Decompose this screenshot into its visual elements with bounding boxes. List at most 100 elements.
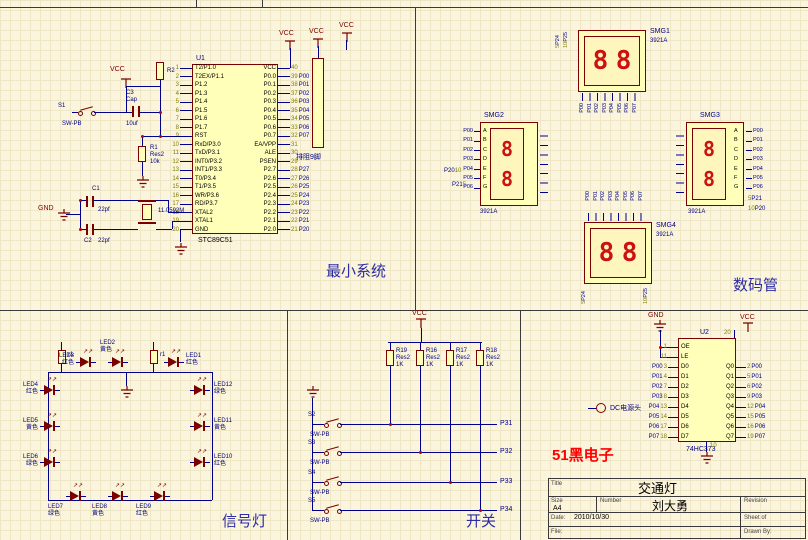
junction-dot	[449, 481, 452, 484]
pin-stub	[668, 376, 678, 378]
led-lead	[123, 496, 128, 497]
resistor-r2[interactable]	[156, 62, 164, 80]
led-symbol[interactable]: ↗↗	[40, 449, 60, 468]
pin-number: 20	[724, 330, 731, 336]
led-designator: LED6	[22, 454, 38, 460]
switch-s1[interactable]	[72, 106, 100, 117]
smg4-designator: SMG4	[656, 222, 676, 229]
pin-number: 40	[291, 65, 298, 72]
pin-row: Q5	[700, 412, 734, 422]
net-label: P01	[753, 137, 763, 144]
pin-name: T2EX/P1.1	[195, 73, 225, 80]
resistor-r1b[interactable]	[150, 350, 158, 364]
junction-dot	[389, 423, 392, 426]
resistor-r1-designator: R1	[150, 145, 158, 151]
led-symbol[interactable]: ↗↗	[190, 449, 210, 468]
resistor-network-body[interactable]	[312, 58, 324, 148]
led-color: 黄色	[214, 425, 227, 432]
capacitor-c1-plate[interactable]	[92, 196, 94, 207]
capacitor-c3-plate[interactable]	[138, 106, 140, 117]
pin-number: 26	[291, 184, 298, 191]
pin-stub	[180, 152, 192, 154]
pin-number: 3	[175, 82, 179, 89]
led-triangle	[168, 357, 177, 367]
pin-name: D1	[681, 374, 689, 380]
pin-name: P2.2	[263, 209, 276, 216]
smg2-designator: SMG2	[484, 112, 504, 119]
resistor-r1[interactable]	[138, 146, 146, 162]
dc-jack-symbol[interactable]	[596, 403, 606, 413]
pin-row: 7	[152, 115, 192, 124]
pin-name: D6	[681, 424, 689, 430]
led-lead	[66, 496, 70, 497]
pin-stub	[278, 203, 290, 205]
capacitor-c2-plate[interactable]	[86, 224, 88, 235]
led-symbol[interactable]: ↗↗	[40, 377, 60, 396]
net-label-vertical: P04	[609, 103, 615, 113]
switch-s5[interactable]	[318, 504, 346, 515]
pin-stub	[278, 169, 290, 171]
vcc-label: VCC	[110, 66, 125, 73]
pin-stub	[278, 220, 290, 222]
resistor-r18[interactable]	[476, 350, 484, 366]
wire	[344, 482, 497, 483]
schematic-title: 交通灯	[638, 481, 678, 496]
pin-number: 17	[660, 424, 667, 430]
led-symbol[interactable]: ↗↗	[164, 349, 184, 368]
wire	[312, 482, 318, 483]
pin-name: D5	[681, 414, 689, 420]
led-symbol[interactable]: ↗↗	[150, 483, 170, 502]
pin-name: Q7	[725, 434, 734, 440]
pin-number: 3	[663, 364, 667, 370]
net-label-p34: P34	[500, 506, 513, 513]
pin-number: 24	[291, 201, 298, 208]
led-symbol[interactable]: ↗↗	[190, 413, 210, 432]
crystal-body[interactable]	[142, 204, 152, 220]
switch-s2[interactable]	[318, 418, 346, 429]
net-label: P03	[751, 394, 763, 400]
titleblock-file-label: File:	[551, 529, 563, 535]
titleblock-sheet-label: Sheet of	[744, 515, 767, 521]
led-symbol[interactable]: ↗↗	[66, 483, 86, 502]
mcu-chip-body[interactable]	[192, 64, 278, 234]
resistor-r19[interactable]	[386, 350, 394, 366]
switch-s4[interactable]	[318, 476, 346, 487]
pin-stub	[668, 426, 678, 428]
wire	[168, 200, 169, 212]
resistor-r16[interactable]	[416, 350, 424, 366]
led-symbol[interactable]: ↗↗	[108, 483, 128, 502]
capacitor-c3-plate[interactable]	[132, 106, 134, 117]
led-color: 黄色	[100, 347, 113, 354]
pin-number: 13	[172, 167, 179, 174]
resistor-r1a[interactable]	[58, 350, 66, 364]
resistor-r2-designator: R2	[167, 68, 175, 74]
switch-s3[interactable]	[318, 446, 346, 457]
pin-stub	[474, 140, 480, 142]
led-designator: LED7	[48, 504, 64, 510]
led-triangle	[80, 357, 89, 367]
led-symbol[interactable]: ↗↗	[190, 377, 210, 396]
capacitor-c2-plate[interactable]	[92, 224, 94, 235]
led-symbol[interactable]: ↗↗	[108, 349, 128, 368]
switch-contact	[324, 451, 329, 456]
net-label: P02	[298, 90, 310, 97]
pin-number: 10	[710, 443, 717, 449]
resistor-r17[interactable]	[446, 350, 454, 366]
led-symbol[interactable]: ↗↗	[76, 349, 96, 368]
capacitor-c1-plate[interactable]	[86, 196, 88, 207]
latch-chip-body[interactable]	[678, 338, 736, 442]
pin-stub	[668, 366, 678, 368]
pin-number: 9	[747, 394, 751, 400]
wire	[142, 162, 143, 176]
led-symbol[interactable]: ↗↗	[40, 413, 60, 432]
wire	[172, 221, 173, 229]
